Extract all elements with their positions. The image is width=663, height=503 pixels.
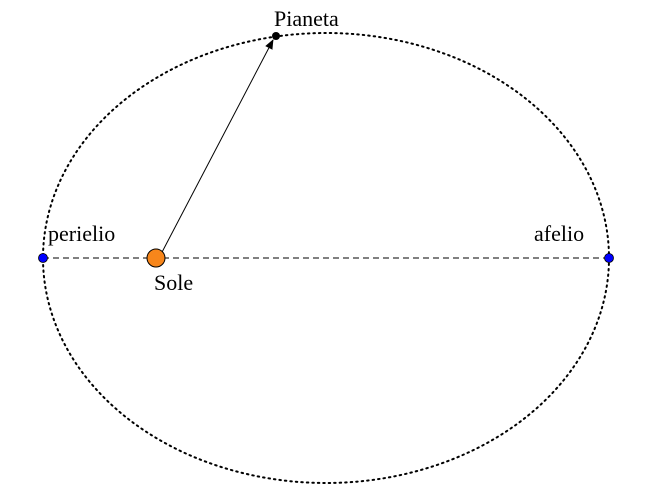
- perihelion-label: perielio: [48, 221, 116, 246]
- sun-label: Sole: [154, 270, 194, 295]
- planet-label: Pianeta: [274, 6, 339, 31]
- planet-icon: [272, 32, 280, 40]
- aphelion-point-icon: [604, 253, 614, 263]
- sun-icon: [146, 248, 166, 268]
- radius-vector-arrow: [159, 39, 274, 257]
- perihelion-point-icon: [38, 253, 48, 263]
- aphelion-label: afelio: [534, 221, 585, 246]
